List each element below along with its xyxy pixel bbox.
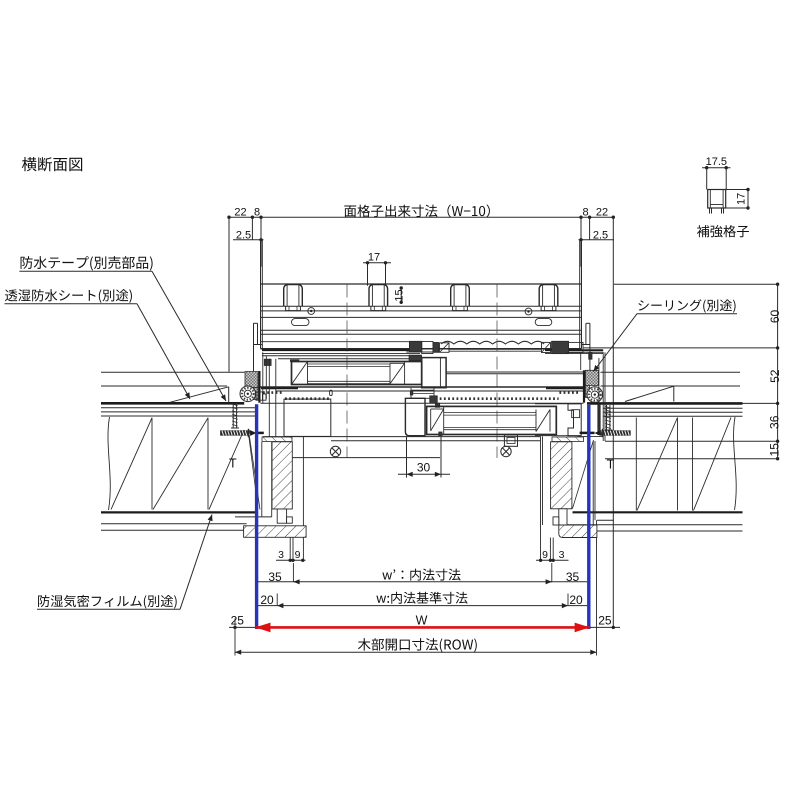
svg-text:W: W [416,613,428,627]
svg-text:17: 17 [368,251,380,263]
svg-text:52: 52 [768,369,782,383]
svg-text:22: 22 [234,206,246,218]
svg-text:30: 30 [417,461,431,475]
svg-text:35: 35 [268,570,282,584]
svg-text:15: 15 [768,443,782,457]
svg-text:T: T [607,458,615,472]
svg-text:22: 22 [596,206,608,218]
svg-text:15: 15 [393,289,405,301]
svg-text:17.5: 17.5 [706,156,727,168]
svg-text:9: 9 [542,549,548,561]
svg-text:36: 36 [768,415,782,429]
svg-text:20: 20 [260,593,274,607]
svg-text:2.5: 2.5 [236,229,251,241]
svg-text:8: 8 [254,206,260,218]
svg-text:9: 9 [295,549,301,561]
svg-text:2.5: 2.5 [593,229,608,241]
svg-text:35: 35 [566,570,580,584]
svg-text:25: 25 [231,614,245,628]
svg-text:3: 3 [278,549,284,561]
svg-text:8: 8 [582,206,588,218]
svg-text:60: 60 [768,310,782,324]
svg-text:T: T [229,457,237,471]
svg-text:20: 20 [569,593,583,607]
svg-text:25: 25 [598,614,612,628]
svg-text:17: 17 [736,193,748,205]
svg-text:3: 3 [559,549,565,561]
